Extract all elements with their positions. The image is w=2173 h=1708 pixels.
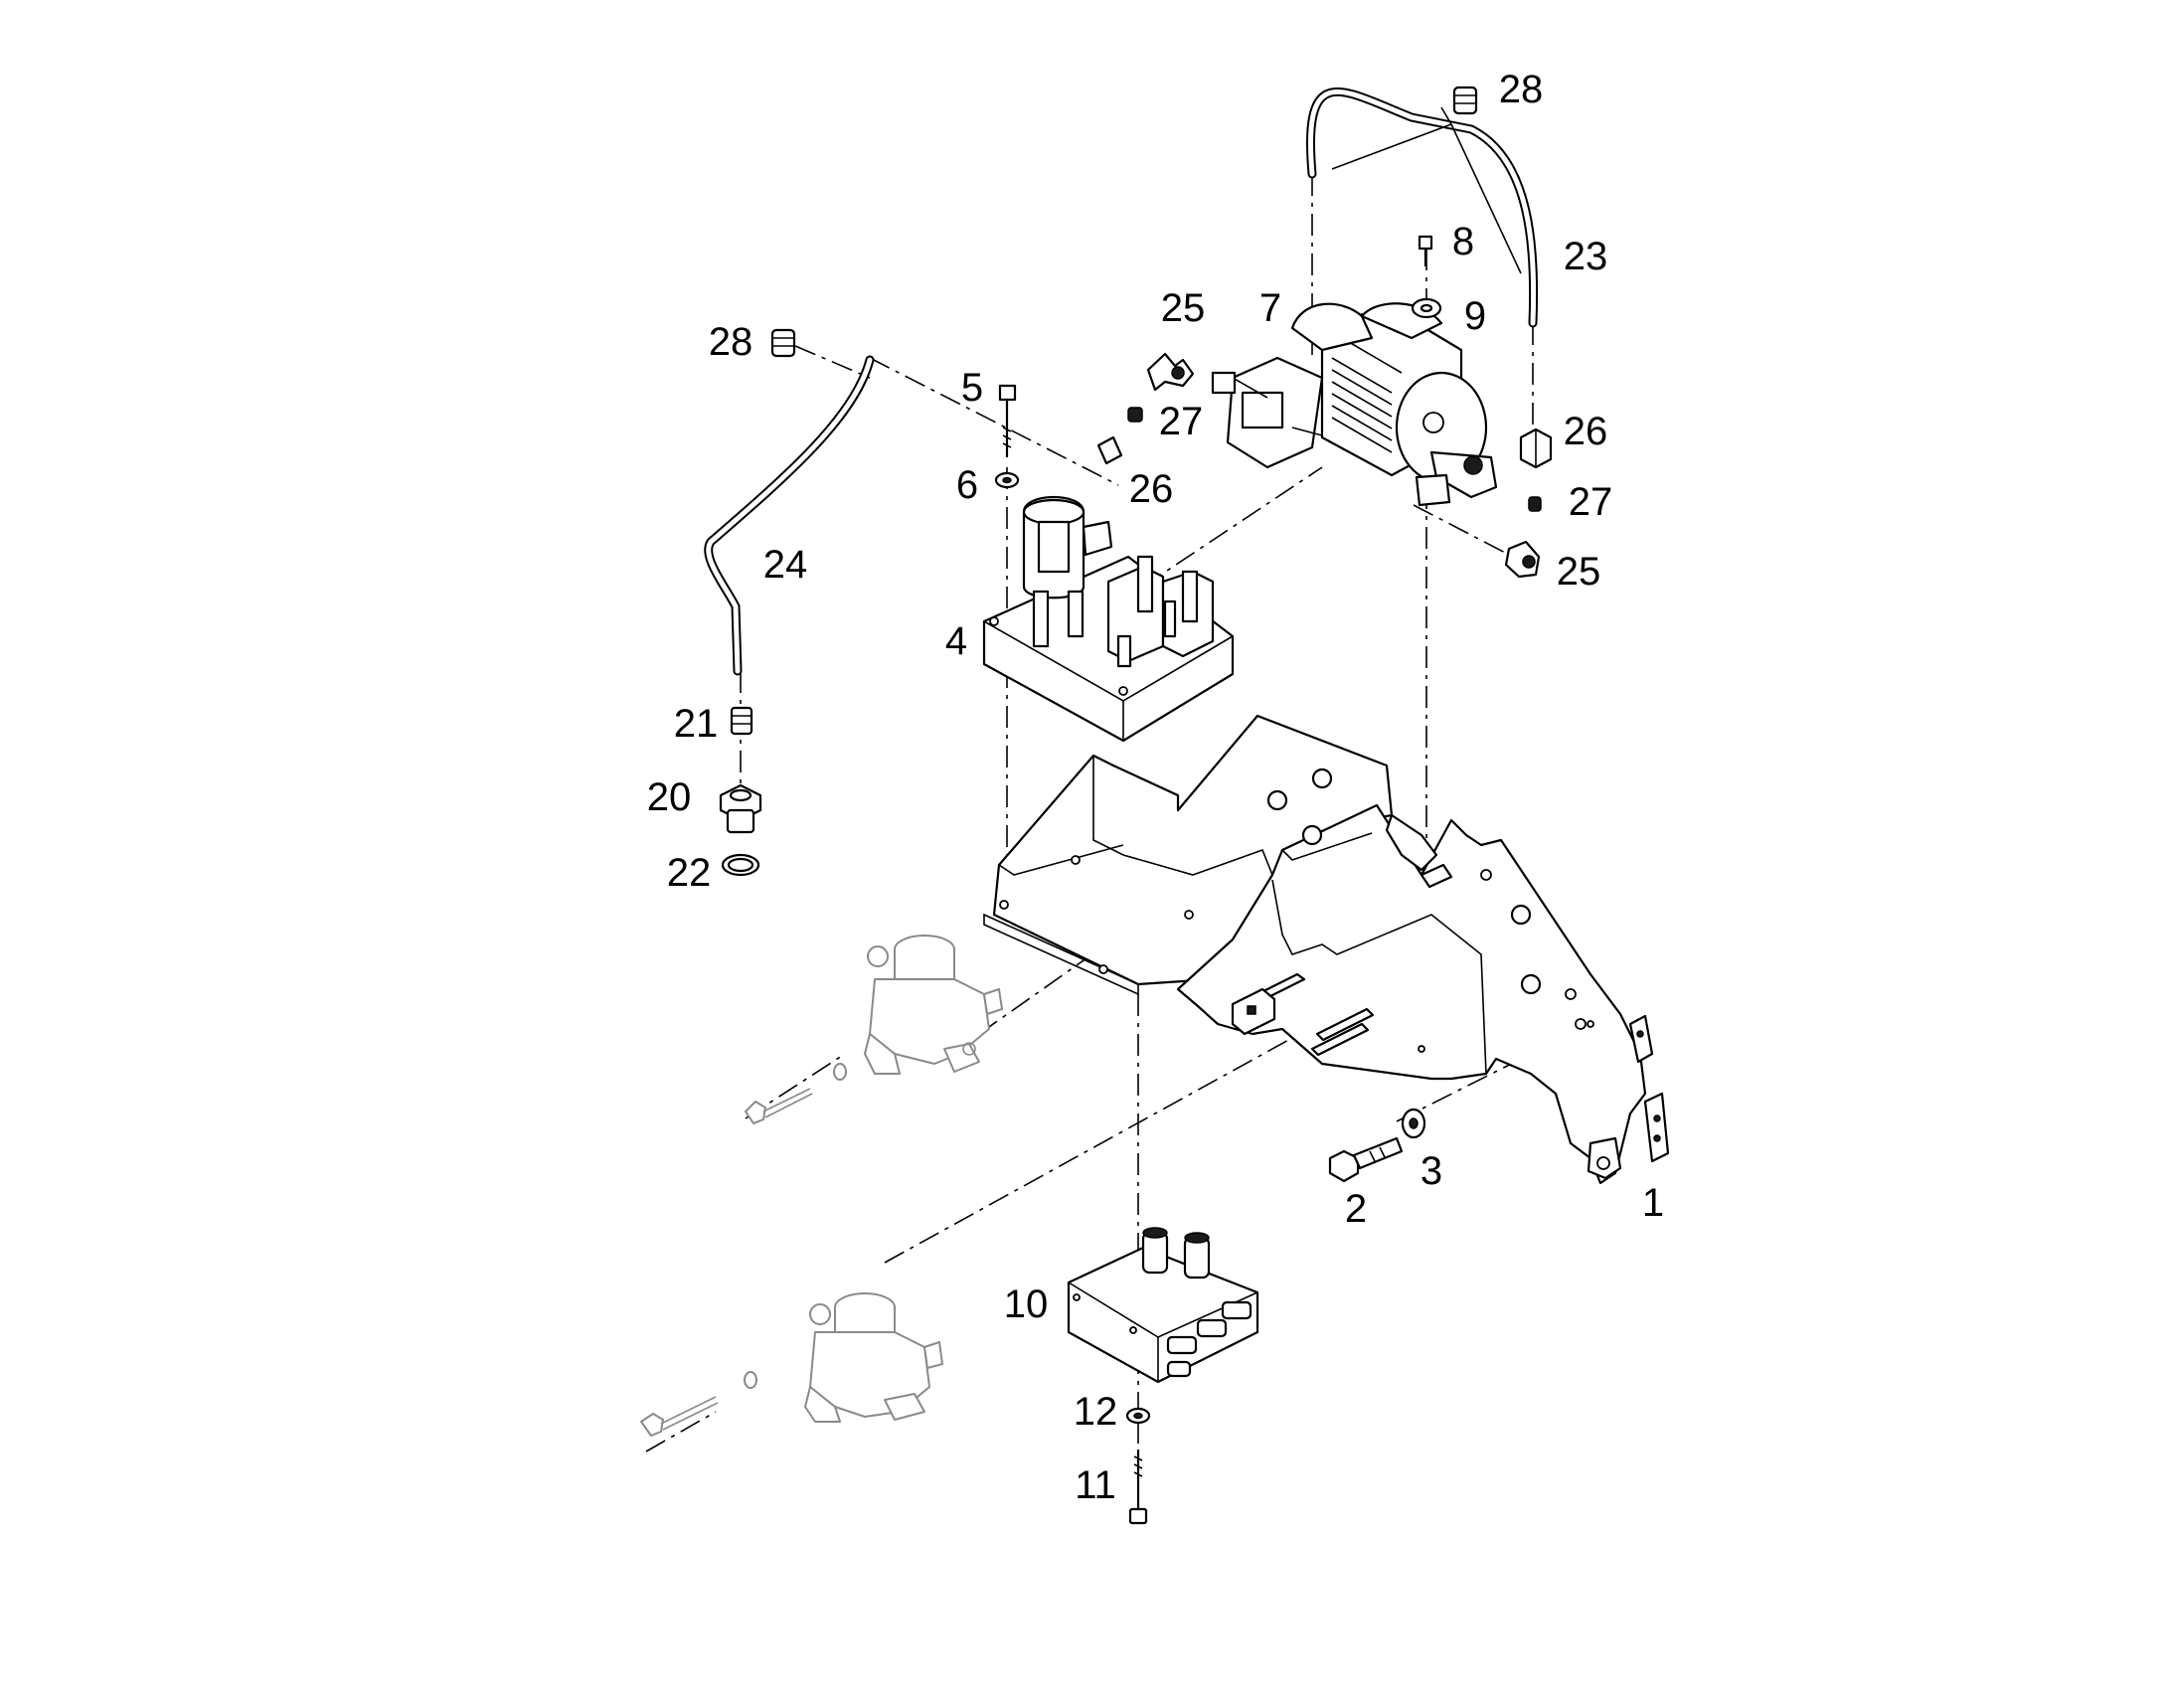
- washer-3: [1401, 1108, 1426, 1139]
- callout-7: 7: [1258, 286, 1282, 330]
- callout-3: 3: [1420, 1149, 1443, 1193]
- screw-8: [1418, 235, 1433, 266]
- callout-27-left: 27: [1158, 400, 1204, 443]
- callout-24: 24: [762, 543, 808, 587]
- valve-block-4: [982, 495, 1235, 743]
- o-ring-22: [721, 853, 760, 877]
- nut-26-right: [1519, 427, 1553, 469]
- ring-27-right: [1528, 496, 1542, 512]
- bolt-2: [1328, 1136, 1404, 1183]
- sleeve-26-top: [1096, 435, 1123, 465]
- callout-12: 12: [1073, 1390, 1118, 1434]
- callout-9: 9: [1463, 294, 1487, 338]
- callout-28-left: 28: [708, 320, 753, 364]
- callout-2: 2: [1344, 1187, 1368, 1231]
- callout-25-right: 25: [1556, 550, 1601, 594]
- solenoid-valve-upper-ghost: [864, 935, 1003, 1075]
- callout-22: 22: [666, 851, 712, 895]
- callout-25-top: 25: [1160, 286, 1206, 330]
- hose-24: [704, 355, 875, 676]
- callout-4: 4: [944, 619, 968, 663]
- ring-27-top: [1127, 407, 1143, 423]
- callout-27-right: 27: [1568, 480, 1613, 524]
- mounting-screw-upper-ghost: [745, 1063, 847, 1124]
- callout-8: 8: [1451, 220, 1475, 263]
- callout-5: 5: [960, 366, 984, 410]
- callout-1: 1: [1641, 1181, 1665, 1225]
- compressor-motor-7: [1211, 302, 1498, 507]
- washer-12: [1125, 1407, 1151, 1425]
- elbow-fitting-25-right: [1504, 540, 1541, 579]
- callout-23: 23: [1563, 235, 1608, 278]
- solenoid-valve-lower-ghost: [804, 1292, 943, 1423]
- callout-28-top: 28: [1498, 68, 1544, 111]
- callout-10: 10: [1003, 1282, 1049, 1326]
- callout-11: 11: [1075, 1463, 1116, 1507]
- screw-5: [998, 384, 1017, 457]
- plug-28-top: [1452, 85, 1478, 115]
- screw-11: [1128, 1450, 1148, 1525]
- plug-28-left: [770, 328, 796, 358]
- mounting-screw-lower-ghost: [640, 1371, 757, 1437]
- callout-26-left: 26: [1128, 467, 1174, 511]
- callout-20: 20: [646, 775, 692, 819]
- washer-6: [994, 471, 1020, 489]
- fitting-21: [730, 706, 753, 736]
- elbow-fitting-25-top: [1146, 352, 1195, 392]
- mounting-bracket-1: [983, 714, 1670, 1185]
- callout-6: 6: [955, 463, 979, 507]
- manifold-block-10: [1067, 1227, 1259, 1384]
- adapter-20: [719, 783, 762, 834]
- hose-23: [1306, 86, 1539, 328]
- callout-26-right: 26: [1563, 410, 1608, 453]
- washer-9: [1411, 297, 1442, 319]
- callout-21: 21: [673, 702, 719, 746]
